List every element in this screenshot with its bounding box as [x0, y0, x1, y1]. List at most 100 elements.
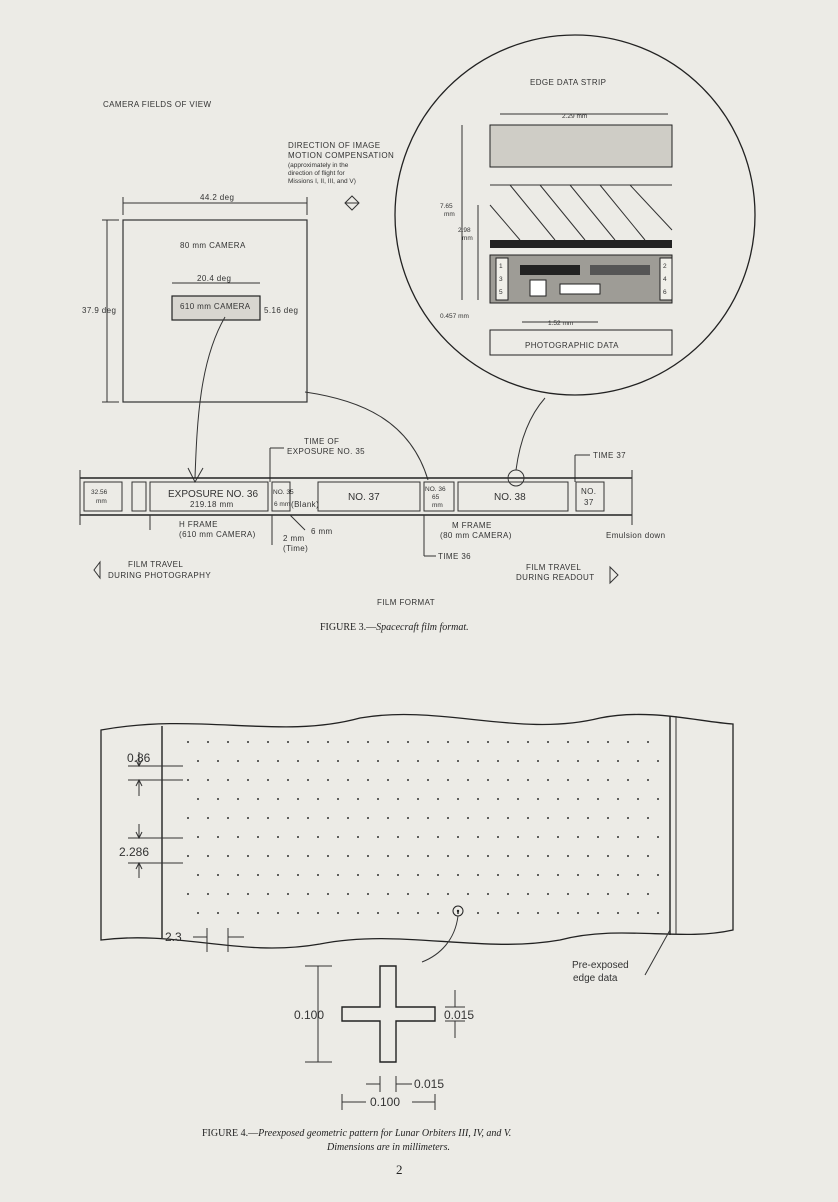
- grid-dot: [197, 874, 199, 876]
- grid-dot: [627, 893, 629, 895]
- grid-dot: [367, 855, 369, 857]
- grid-dot: [297, 912, 299, 914]
- fov-80mm: 44.2 deg 37.9 deg 80 mm CAMERA 20.4 deg …: [82, 193, 308, 403]
- grid-dot: [487, 893, 489, 895]
- grid-dot: [287, 893, 289, 895]
- grid-dot: [537, 874, 539, 876]
- grid-dot: [517, 874, 519, 876]
- dim-298-b: mm: [462, 235, 473, 242]
- grid-dot: [657, 836, 659, 838]
- grid-dot: [477, 912, 479, 914]
- edge-strip-locator: [507, 469, 525, 487]
- grid-dot: [567, 779, 569, 781]
- dim-765-b: mm: [444, 211, 455, 218]
- grid-dot: [277, 912, 279, 914]
- camera-610-label: 610 mm CAMERA: [180, 302, 251, 311]
- grid-dot: [617, 836, 619, 838]
- grid-dot: [247, 893, 249, 895]
- grid-dot: [507, 893, 509, 895]
- grid-dot: [307, 741, 309, 743]
- grid-dot: [497, 836, 499, 838]
- grid-dot: [197, 836, 199, 838]
- travel-readout-b: DURING READOUT: [516, 573, 595, 582]
- grid-dot: [467, 779, 469, 781]
- grid-dot: [247, 855, 249, 857]
- grid-dot: [577, 836, 579, 838]
- grid-dot: [527, 855, 529, 857]
- grid-dot: [397, 760, 399, 762]
- grid-dot: [297, 874, 299, 876]
- grid-dot: [487, 855, 489, 857]
- grid-dot: [497, 912, 499, 914]
- grid-dot: [367, 741, 369, 743]
- grid-dot: [207, 817, 209, 819]
- double-arrow-icon: [344, 195, 360, 211]
- grid-dot: [657, 798, 659, 800]
- hires-height-label: 5.16 deg: [264, 306, 298, 315]
- grid-dot: [447, 741, 449, 743]
- grid-dot: [417, 798, 419, 800]
- grid-dot: [217, 874, 219, 876]
- grid-dot: [217, 760, 219, 762]
- two-mm-label: 2 mm: [283, 534, 305, 543]
- grid-dot: [457, 912, 459, 914]
- imc-line-5: Missions I, II, III, and V): [288, 178, 356, 185]
- grid-dot: [227, 741, 229, 743]
- grid-dot: [567, 893, 569, 895]
- h-frame-label: H FRAME: [179, 520, 218, 529]
- time-exposure-35-b: EXPOSURE NO. 35: [287, 447, 365, 456]
- grid-dot: [507, 855, 509, 857]
- grid-dot: [467, 855, 469, 857]
- grid-dot: [257, 836, 259, 838]
- grid-dot: [607, 817, 609, 819]
- grid-dot: [397, 874, 399, 876]
- edge-digit-3: 3: [499, 276, 503, 283]
- grid-dot: [517, 760, 519, 762]
- grid-dot: [557, 836, 559, 838]
- grid-dot: [457, 760, 459, 762]
- grid-dot: [397, 798, 399, 800]
- grid-dot: [267, 893, 269, 895]
- grid-dot: [337, 836, 339, 838]
- travel-photo-a: FILM TRAVEL: [128, 560, 183, 569]
- grid-dot: [377, 798, 379, 800]
- grid-dot: [207, 893, 209, 895]
- blank-label: (Blank): [291, 500, 319, 509]
- grid-dot: [487, 817, 489, 819]
- imc-line-3: (approximately in the: [288, 162, 349, 169]
- grid-dot: [537, 760, 539, 762]
- grid-dot: [547, 855, 549, 857]
- grid-dot: [347, 817, 349, 819]
- grid-dot: [437, 798, 439, 800]
- grid-dot: [617, 874, 619, 876]
- grid-dot: [397, 836, 399, 838]
- grid-dot: [217, 798, 219, 800]
- grid-dot: [297, 798, 299, 800]
- grid-dot: [407, 855, 409, 857]
- grid-dot: [647, 893, 649, 895]
- frame-left-small-a: 32.56: [91, 489, 108, 496]
- grid-dot: [347, 855, 349, 857]
- grid-dot: [307, 779, 309, 781]
- edge-width-label: 2.29 mm: [562, 113, 587, 120]
- grid-dot: [507, 741, 509, 743]
- grid-dot: [607, 741, 609, 743]
- cross-mark: 0.100 0.015 0.015 0.100: [294, 965, 474, 1110]
- film-sheet: [100, 713, 734, 949]
- arrow-80-to-m-frame: [304, 391, 429, 481]
- grid-dot: [427, 779, 429, 781]
- dim-765-a: 7.65: [440, 203, 453, 210]
- grid-dot: [467, 893, 469, 895]
- grid-dot: [417, 874, 419, 876]
- grid-dot: [557, 798, 559, 800]
- edge-digit-6: 6: [663, 289, 667, 296]
- grid-dot: [287, 855, 289, 857]
- grid-dot: [417, 760, 419, 762]
- camera-fields-title: CAMERA FIELDS OF VIEW: [103, 100, 211, 109]
- figure4-caption-line1: Preexposed geometric pattern for Lunar O…: [257, 1128, 512, 1139]
- grid-dot: [447, 779, 449, 781]
- dim-152: 1.52 mm: [548, 320, 573, 327]
- grid-dot: [347, 893, 349, 895]
- time-36-label: TIME 36: [438, 552, 471, 561]
